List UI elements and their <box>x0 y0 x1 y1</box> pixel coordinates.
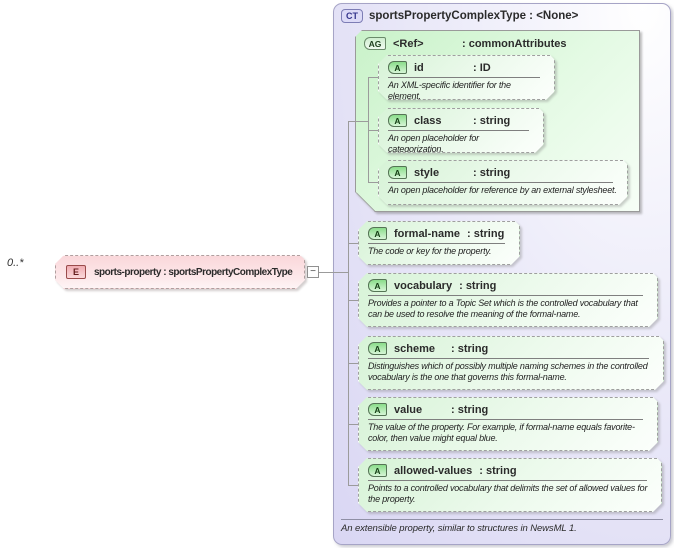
title-separator <box>388 77 540 78</box>
connector-line <box>368 182 378 183</box>
connector-line <box>348 363 358 364</box>
attribute-group-badge: AG <box>364 37 386 50</box>
connector-line <box>348 121 349 486</box>
attribute-group-type: : commonAttributes <box>462 37 567 50</box>
attribute-type: : string <box>451 403 489 416</box>
attribute-type: : string <box>479 464 517 477</box>
attribute-badge: A <box>368 227 387 240</box>
element-type: : sportsPropertyComplexType <box>163 266 293 278</box>
attribute-name: vocabulary <box>394 279 453 292</box>
attribute-description: Distinguishes which of possibly multiple… <box>368 361 648 382</box>
attribute-box-scheme[interactable]: A scheme : string Distinguishes which of… <box>358 336 664 390</box>
title-separator <box>368 243 505 244</box>
complex-type-header: CT sportsPropertyComplexType : <None> <box>341 9 578 23</box>
connector-line <box>348 485 358 486</box>
title-separator <box>368 295 643 296</box>
attribute-type: : string <box>467 227 505 240</box>
attribute-box-allowed-values[interactable]: A allowed-values : string Points to a co… <box>358 458 662 512</box>
title-separator <box>388 130 529 131</box>
attribute-badge: A <box>368 403 387 416</box>
annotation-separator <box>341 519 663 520</box>
attribute-description: Provides a pointer to a Topic Set which … <box>368 298 638 319</box>
connector-line <box>319 272 348 273</box>
attribute-description: An open placeholder for categorization. <box>388 133 479 153</box>
attribute-box-formal-name[interactable]: A formal-name : string The code or key f… <box>358 221 520 265</box>
element-name: sports-property <box>94 266 161 278</box>
element-badge: E <box>66 265 86 279</box>
attribute-type: : string <box>473 114 511 127</box>
attribute-name: scheme <box>394 342 435 355</box>
connector-line <box>368 130 378 131</box>
complex-type-annotation: An extensible property, similar to struc… <box>341 523 577 534</box>
attribute-description: Points to a controlled vocabulary that d… <box>368 483 648 504</box>
attribute-description: An open placeholder for reference by an … <box>388 185 617 195</box>
attribute-box-style[interactable]: A style : string An open placeholder for… <box>378 160 628 205</box>
multiplicity-label: 0..* <box>7 257 24 269</box>
connector-line <box>348 424 358 425</box>
attribute-type: : string <box>473 166 511 179</box>
attribute-badge: A <box>388 166 407 179</box>
attribute-name: value <box>394 403 423 416</box>
attribute-description: An XML-specific identifier for the eleme… <box>388 80 511 100</box>
group-corner-line <box>356 192 377 213</box>
connector-line <box>348 300 358 301</box>
attribute-group-name: <Ref> <box>393 37 424 50</box>
attribute-badge: A <box>368 279 387 292</box>
title-separator <box>368 480 647 481</box>
attribute-type: : string <box>459 279 497 292</box>
attribute-description: The code or key for the property. <box>368 246 492 256</box>
attribute-name: class <box>414 114 442 127</box>
attribute-name: allowed-values <box>394 464 473 477</box>
connector-line <box>348 243 358 244</box>
collapse-toggle[interactable]: − <box>307 266 319 278</box>
attribute-badge: A <box>388 114 407 127</box>
element-box[interactable]: E sports-property : sportsPropertyComple… <box>55 255 305 289</box>
attribute-box-class[interactable]: A class : string An open placeholder for… <box>378 108 544 153</box>
attribute-box-id[interactable]: A id : ID An XML-specific identifier for… <box>378 55 555 100</box>
title-separator <box>388 182 613 183</box>
attribute-badge: A <box>388 61 407 74</box>
complex-type-title: sportsPropertyComplexType : <None> <box>369 10 579 22</box>
minus-icon: − <box>310 266 316 277</box>
connector-line <box>348 121 368 122</box>
attribute-type: : string <box>451 342 489 355</box>
title-separator <box>368 419 643 420</box>
attribute-type: : ID <box>473 61 491 74</box>
attribute-badge: A <box>368 342 387 355</box>
connector-line <box>368 77 378 78</box>
title-separator <box>368 358 649 359</box>
attribute-name: id <box>414 61 424 74</box>
attribute-box-value[interactable]: A value : string The value of the proper… <box>358 397 658 451</box>
attribute-group-header: AG <Ref> : commonAttributes <box>356 31 639 50</box>
attribute-box-vocabulary[interactable]: A vocabulary : string Provides a pointer… <box>358 273 658 327</box>
element-title: sports-property : sportsPropertyComplexT… <box>94 267 292 278</box>
attribute-description: The value of the property. For example, … <box>368 422 635 443</box>
attribute-badge: A <box>368 464 387 477</box>
attribute-name: style <box>414 166 440 179</box>
attribute-name: formal-name <box>394 227 461 240</box>
complex-type-badge: CT <box>341 9 363 23</box>
